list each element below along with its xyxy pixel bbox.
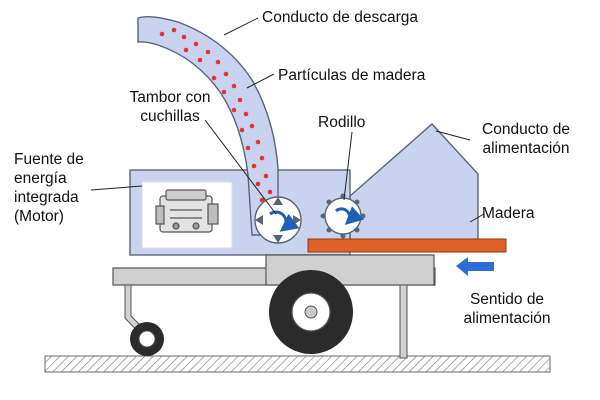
feed-direction-label-line1: Sentido de: [469, 291, 545, 308]
leader-lines: [90, 17, 485, 223]
feed-direction-label: Sentido de alimentación: [452, 290, 562, 328]
feed-chute-label-line1: Conducto de: [482, 121, 570, 138]
engine-label-line3: integrada: [14, 189, 79, 206]
wood-plank: [307, 238, 507, 253]
roller-label: Rodillo: [318, 114, 366, 131]
wood-particles-label: Partículas de madera: [278, 67, 426, 84]
wood-label: Madera: [482, 205, 535, 222]
feed-chute: [349, 123, 479, 241]
arrow-left-icon: [456, 257, 494, 276]
engine-label-line1: Fuente de: [14, 151, 84, 168]
feed-chute-label-line2: alimentación: [482, 140, 570, 157]
feed-chute-label: Conducto de alimentación: [470, 120, 582, 158]
drum-label-line2: cuchillas: [140, 108, 200, 125]
roller-icon: [320, 193, 366, 239]
knife-drum-icon: [254, 196, 302, 244]
discharge-chute-label: Conducto de descarga: [262, 9, 418, 26]
drum-label-line1: Tambor con: [129, 89, 211, 106]
drum-label: Tambor con cuchillas: [122, 88, 218, 126]
engine-label-line4: (Motor): [14, 208, 64, 225]
ground-hatch: [44, 355, 551, 373]
engine-icon: [155, 189, 219, 233]
wood-particles: [159, 27, 273, 203]
feed-direction-label-line2: alimentación: [463, 310, 551, 327]
frame-leg-right: [399, 284, 408, 359]
engine-label: Fuente de energía integrada (Motor): [14, 150, 84, 226]
engine-label-line2: energía: [14, 170, 67, 187]
jockey-wheel-hub: [138, 330, 156, 348]
